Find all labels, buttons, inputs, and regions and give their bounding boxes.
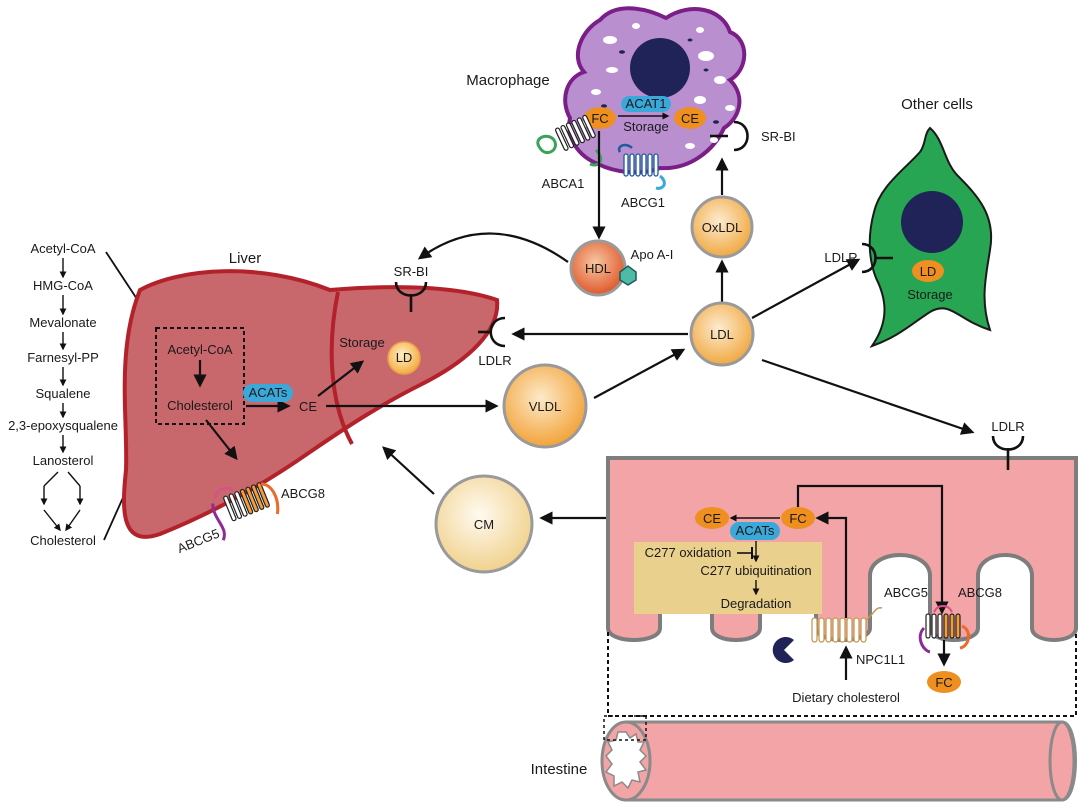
pathway-acetyl-coa: Acetyl-CoA xyxy=(30,241,95,256)
vldl-particle: VLDL xyxy=(502,363,588,449)
macrophage-acat1-badge xyxy=(621,96,671,112)
acat-regulation-box xyxy=(634,542,822,614)
enterocyte-fc: FC xyxy=(789,511,806,526)
liver-ce: CE xyxy=(299,399,317,414)
hdl-label: HDL xyxy=(585,261,611,276)
c277-oxidation: C277 oxidation xyxy=(645,545,732,560)
npc1l1-label: NPC1L1 xyxy=(856,652,905,667)
enterocyte-dashed-boundary xyxy=(607,632,1077,717)
other-cell-ldlr: LDLR xyxy=(824,250,857,265)
pathway-epoxysqualene: 2,3-epoxysqualene xyxy=(8,418,118,433)
oxldl-label: OxLDL xyxy=(702,220,742,235)
enterocyte-abcg8: ABCG8 xyxy=(958,585,1002,600)
enterocyte: LDLR CE FC ACATs C277 oxidation C277 ubi… xyxy=(606,419,1078,717)
liver-sr-bi: SR-BI xyxy=(394,264,429,279)
pathway-lanosterol: Lanosterol xyxy=(33,453,94,468)
liver-lipid-droplet xyxy=(387,341,421,375)
enterocyte-fc-bubble xyxy=(781,507,815,529)
enterocyte-ce-bubble xyxy=(695,507,729,529)
liver-ldlr: LDLR xyxy=(478,353,511,368)
liver-acetyl-coa: Acetyl-CoA xyxy=(167,342,232,357)
intestine-title: Intestine xyxy=(531,761,588,778)
pathway-squalene: Squalene xyxy=(36,386,91,401)
macrophage-ce-bubble xyxy=(674,107,706,129)
other-cell-nucleus xyxy=(901,191,963,253)
other-cell-ld-bubble xyxy=(912,260,944,282)
macrophage-abcg1: ABCG1 xyxy=(621,195,665,210)
pathway-mevalonate: Mevalonate xyxy=(29,315,96,330)
liver-cholesterol: Cholesterol xyxy=(167,398,233,413)
macrophage-ce: CE xyxy=(681,111,699,126)
liver-acats-badge xyxy=(243,384,293,402)
liver-abcg5-abcg8-transporter xyxy=(211,482,280,541)
enterocyte-abcg5-abcg8-transporter xyxy=(918,605,970,654)
pathway-cholesterol: Cholesterol xyxy=(30,533,96,548)
liver-ldlr-receptor xyxy=(489,316,506,348)
enterocyte-ldlr: LDLR xyxy=(991,419,1024,434)
degradation: Degradation xyxy=(721,596,792,611)
npc1l1-inhibitor-icon xyxy=(772,637,794,664)
enterocyte-fc-out: FC xyxy=(935,675,952,690)
pathway-hmg-coa: HMG-CoA xyxy=(33,278,93,293)
apo-ai-hexagon xyxy=(619,265,637,286)
cm-particle: CM xyxy=(434,474,534,574)
dietary-cholesterol: Dietary cholesterol xyxy=(792,690,900,705)
enterocyte-acats: ACATs xyxy=(736,523,775,538)
abca1-transporter xyxy=(536,114,603,167)
enterocyte-acats-badge xyxy=(730,522,780,540)
liver-ld: LD xyxy=(396,350,413,365)
macrophage: Macrophage FC ACAT1 Storage CE ABCA1 xyxy=(466,6,796,210)
ldl-label: LDL xyxy=(710,327,734,342)
other-cell-ld: LD xyxy=(920,264,937,279)
macrophage-fc: FC xyxy=(591,111,608,126)
oxldl-particle: OxLDL xyxy=(690,195,754,259)
macrophage-abca1: ABCA1 xyxy=(542,176,585,191)
other-cells-title: Other cells xyxy=(901,96,973,113)
other-cell: Other cells LD Storage LDLR xyxy=(824,96,993,348)
enterocyte-ce: CE xyxy=(703,511,721,526)
c277-ubiquitination: C277 ubiquitination xyxy=(700,563,811,578)
liver-acats: ACATs xyxy=(249,385,288,400)
liver-shape xyxy=(121,269,500,539)
enterocyte-fc-out-bubble xyxy=(927,671,961,693)
liver-storage: Storage xyxy=(339,335,385,350)
abcg1-transporter xyxy=(617,143,666,190)
pathway-farnesyl-pp: Farnesyl-PP xyxy=(27,350,99,365)
liver: Liver Acetyl-CoA Cholesterol ACATs CE St… xyxy=(121,250,512,556)
macrophage-granules xyxy=(601,38,719,124)
hdl-particle: HDL Apo A-I xyxy=(569,239,674,297)
macrophage-fc-bubble xyxy=(584,107,616,129)
ldl-particle: LDL xyxy=(689,301,755,367)
liver-abcg8: ABCG8 xyxy=(281,486,325,501)
macrophage-nucleus xyxy=(630,38,690,98)
intestine-lumen-villi xyxy=(604,731,648,790)
enterocyte-abcg5: ABCG5 xyxy=(884,585,928,600)
intestine-tube: Intestine xyxy=(531,715,1077,802)
apo-ai-label: Apo A-I xyxy=(631,247,674,262)
macrophage-sr-bi-receptor xyxy=(733,120,749,152)
other-cell-storage: Storage xyxy=(907,287,953,302)
vldl-label: VLDL xyxy=(529,399,562,414)
synthesis-box xyxy=(155,327,245,425)
liver-title: Liver xyxy=(229,250,262,267)
macrophage-storage: Storage xyxy=(623,119,669,134)
macrophage-acat1: ACAT1 xyxy=(626,96,667,111)
liver-abcg5: ABCG5 xyxy=(175,526,221,556)
enterocyte-ldlr-receptor xyxy=(991,435,1025,451)
intestine-zoom-box xyxy=(603,715,647,741)
npc1l1-transporter xyxy=(811,606,883,643)
macrophage-sr-bi: SR-BI xyxy=(761,129,796,144)
macrophage-title: Macrophage xyxy=(466,72,549,89)
cm-label: CM xyxy=(474,517,494,532)
mevalonate-pathway: Acetyl-CoA HMG-CoA Mevalonate Farnesyl-P… xyxy=(8,241,157,548)
